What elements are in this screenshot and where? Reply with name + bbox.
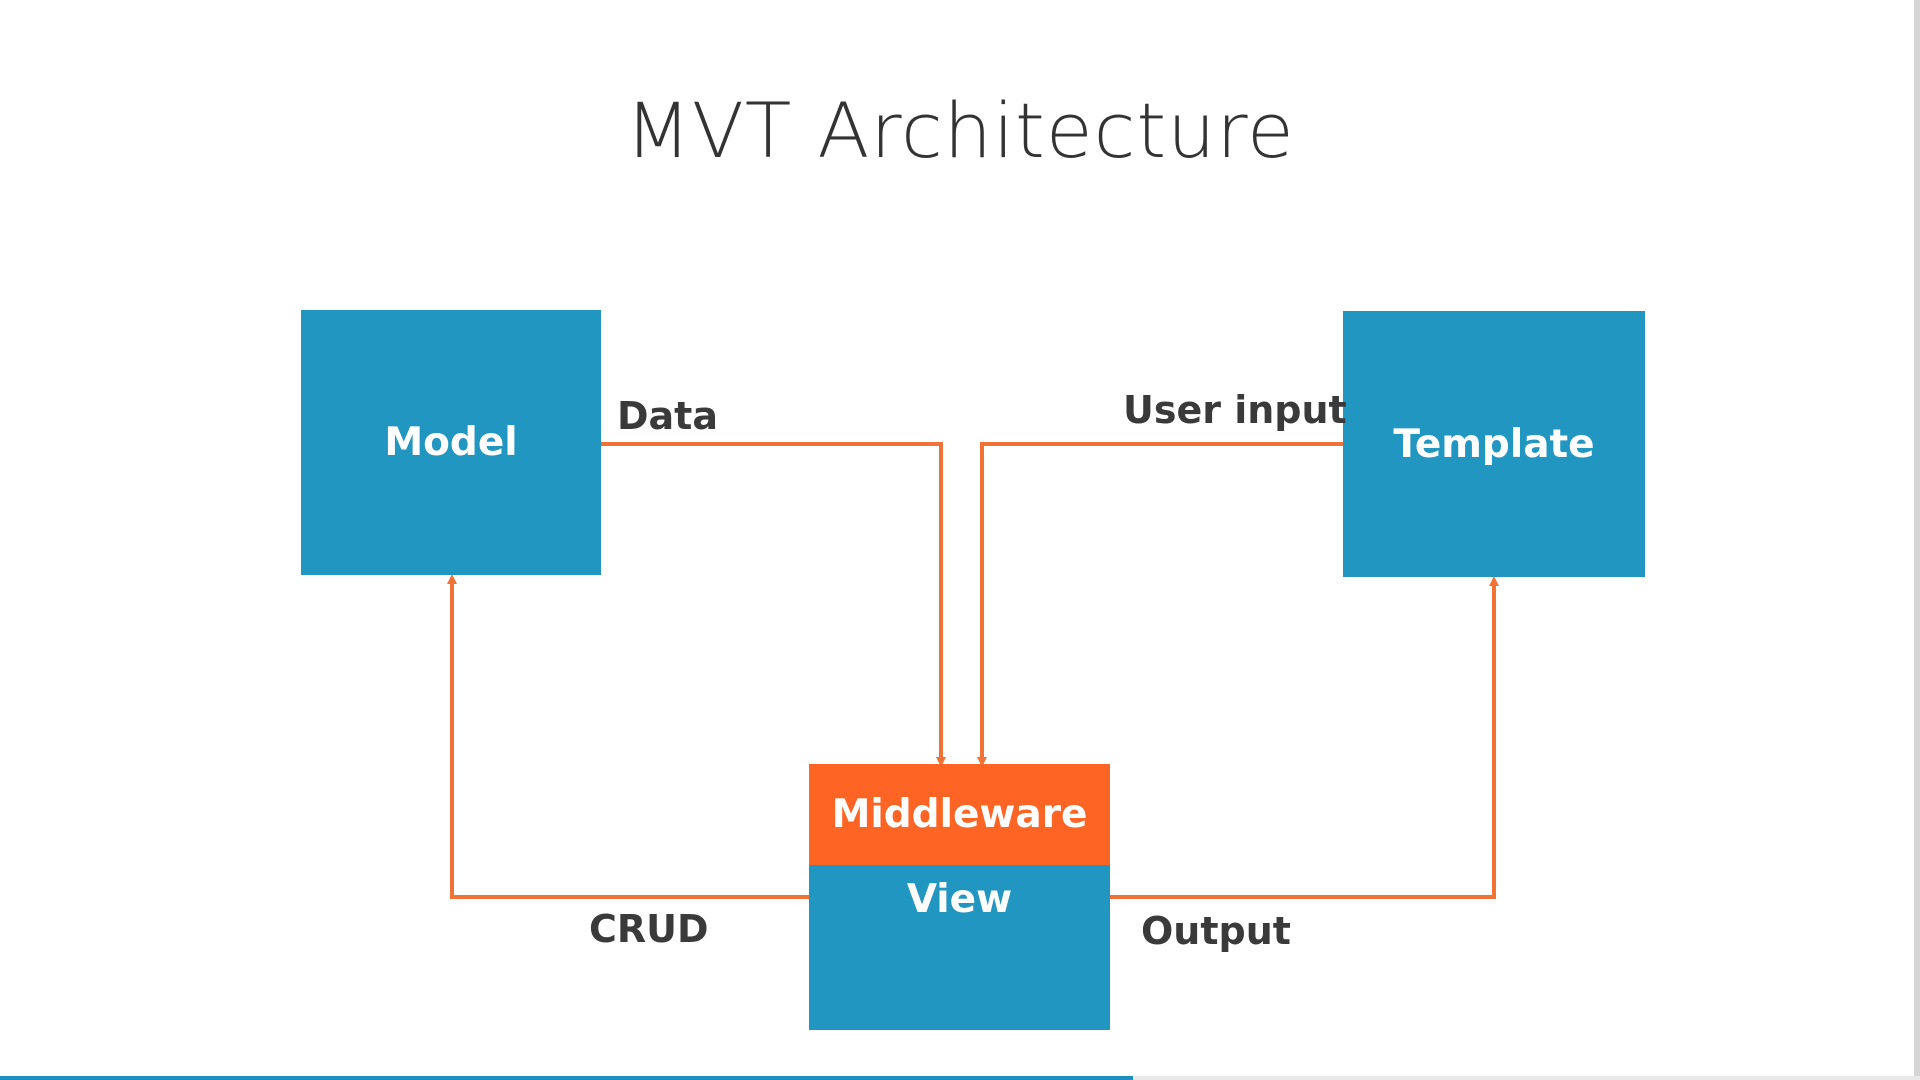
slide-title: MVT Architecture: [625, 86, 1295, 175]
middleware-label: Middleware: [831, 792, 1088, 837]
edge-label-user-input: User input: [1123, 388, 1347, 432]
view-label: View: [906, 877, 1013, 922]
edge-label-data: Data: [617, 394, 718, 438]
edge-label-crud: CRUD: [589, 907, 709, 951]
video-progress-fill: [0, 1076, 1133, 1080]
view-box: View: [809, 865, 1110, 1030]
crud-connector: [447, 574, 809, 899]
video-progress-bar[interactable]: [0, 1076, 1920, 1080]
template-label: Template: [1393, 421, 1595, 467]
middleware-box: Middleware: [809, 764, 1110, 865]
user-input-connector: [977, 442, 1343, 767]
data-connector: [601, 442, 946, 767]
edge-label-output: Output: [1141, 909, 1291, 953]
template-box: Template: [1343, 311, 1645, 577]
model-box: Model: [301, 310, 601, 575]
right-edge-divider: [1914, 0, 1920, 1080]
output-connector: [1110, 576, 1499, 899]
model-label: Model: [384, 420, 518, 465]
